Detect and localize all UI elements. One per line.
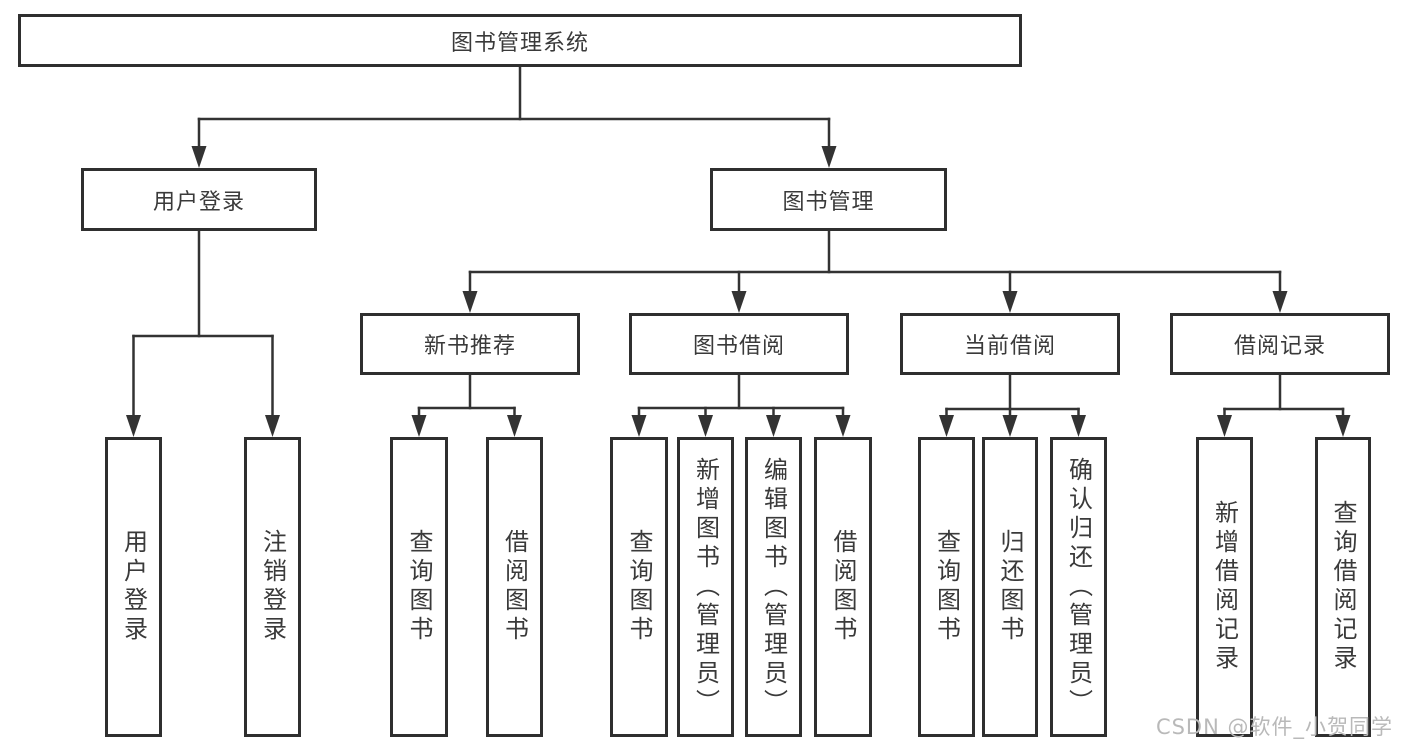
node-label: 图书管理 — [782, 189, 875, 215]
leaf-label: 新增借阅记录 — [1210, 500, 1239, 674]
leaf-label: 归还图书 — [996, 529, 1024, 645]
leaf-return-book: 归还图书 — [982, 437, 1038, 737]
leaf-add-book-admin: 新增图书（管理员） — [677, 437, 734, 737]
leaf-user-login: 用户登录 — [105, 437, 162, 737]
node-label: 图书管理系统 — [450, 30, 589, 56]
leaf-label: 借阅图书 — [829, 529, 857, 645]
node-label: 新书推荐 — [423, 334, 516, 359]
leaf-label: 新增图书（管理员） — [691, 456, 720, 718]
leaf-query-books-recommend: 查询图书 — [390, 437, 448, 737]
leaf-label: 借阅图书 — [500, 529, 529, 645]
node-book-management: 图书管理 — [710, 168, 947, 231]
node-user-login-branch: 用户登录 — [81, 168, 317, 231]
node-borrowing-records: 借阅记录 — [1170, 313, 1390, 375]
leaf-confirm-return-admin: 确认归还（管理员） — [1050, 437, 1107, 737]
node-label: 借阅记录 — [1233, 334, 1326, 359]
leaf-label: 查询借阅记录 — [1329, 500, 1357, 674]
leaf-borrow-books-recommend: 借阅图书 — [486, 437, 543, 737]
node-library-system: 图书管理系统 — [18, 14, 1022, 67]
leaf-label: 查询图书 — [625, 529, 653, 645]
leaf-add-borrow-record: 新增借阅记录 — [1196, 437, 1253, 737]
node-current-borrowing: 当前借阅 — [900, 313, 1120, 375]
node-book-borrowing: 图书借阅 — [629, 313, 849, 375]
node-label: 当前借阅 — [963, 334, 1056, 359]
leaf-query-borrow-record: 查询借阅记录 — [1315, 437, 1371, 737]
node-label: 用户登录 — [152, 189, 245, 215]
node-new-book-recommend: 新书推荐 — [360, 313, 580, 375]
csdn-watermark: CSDN @软件_小贺同学 — [1155, 715, 1393, 739]
leaf-borrow-books: 借阅图书 — [814, 437, 872, 737]
leaf-edit-book-admin: 编辑图书（管理员） — [745, 437, 802, 737]
leaf-logout: 注销登录 — [244, 437, 301, 737]
leaf-label: 查询图书 — [932, 529, 961, 645]
node-label: 图书借阅 — [692, 334, 785, 359]
leaf-label: 编辑图书（管理员） — [759, 456, 788, 718]
leaf-query-books-current: 查询图书 — [918, 437, 975, 737]
leaf-label: 确认归还（管理员） — [1064, 456, 1093, 718]
leaf-label: 注销登录 — [258, 529, 287, 645]
leaf-label: 用户登录 — [119, 529, 148, 645]
leaf-query-books-borrowing: 查询图书 — [610, 437, 668, 737]
leaf-label: 查询图书 — [405, 529, 433, 645]
